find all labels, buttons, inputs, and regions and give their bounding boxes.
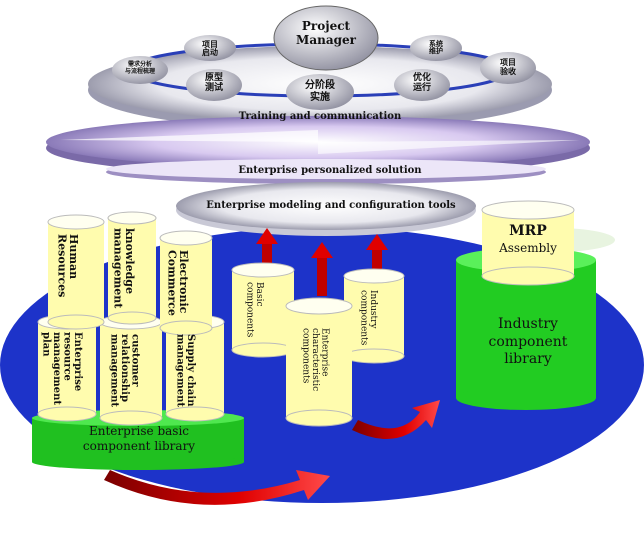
basic-library-label: Enterprise basic component library [82,424,196,453]
cyl-hr [47,214,105,330]
node-label-7: 项目 验收 [500,57,516,76]
modeling-label: Enterprise modeling and configuration to… [206,200,456,211]
node-label-1: 项目 启动 [202,39,218,58]
node-label-2: 需求分析 与流程梳理 [124,61,155,75]
ec-label: Electronic Commerce [165,250,191,316]
industry-library-label: Industry component library [488,316,568,367]
up-arrow-right [366,234,388,274]
cyl-industry-components [343,268,405,364]
node-3 [186,69,242,101]
crm-label: customer relationship management [108,334,141,407]
project-manager-label: Project Manager [296,19,356,47]
curved-arrow-right [352,400,440,439]
node-label-6: 系统 维护 [429,39,443,56]
node-4 [286,74,354,110]
up-arrow-left [256,228,278,266]
training-label: Training and communication [238,111,402,122]
node-label-5: 优化 运行 [412,73,431,93]
project-manager-node [273,5,379,71]
km-label: knowledge management [111,228,137,309]
node-label-4: 分阶段 实施 [305,80,335,103]
project-disc [88,5,552,130]
modeling-disc [176,182,476,236]
up-arrow-middle [311,242,333,296]
assembly-label: Assembly [499,241,557,255]
cyl-km [107,211,157,325]
scm-label: Supply chain management [174,334,197,407]
node-7 [480,52,536,84]
cyl-ec [159,230,213,336]
characteristic-components-label: Enterprise characteristic components [300,328,330,392]
node-6 [410,35,462,61]
cyl-basic-components [231,262,295,358]
cyl-characteristic-components [285,297,353,427]
industry-components-label: Industry components [358,290,378,346]
training-layer [46,116,590,176]
mrp-cylinder [481,200,575,286]
basic-components-label: Basic components [244,282,264,338]
erp-label: Enterprise resource management plan [40,332,84,405]
mrp-label: MRP [509,223,547,239]
node-1 [184,35,236,61]
curved-arrow-bottom [104,470,330,505]
node-label-3: 原型 测试 [204,73,223,93]
node-5 [394,69,450,101]
personalized-layer [106,159,546,184]
node-2 [112,56,168,84]
personalized-label: Enterprise personalized solution [238,165,422,176]
hr-label: Human Resources [55,234,81,298]
